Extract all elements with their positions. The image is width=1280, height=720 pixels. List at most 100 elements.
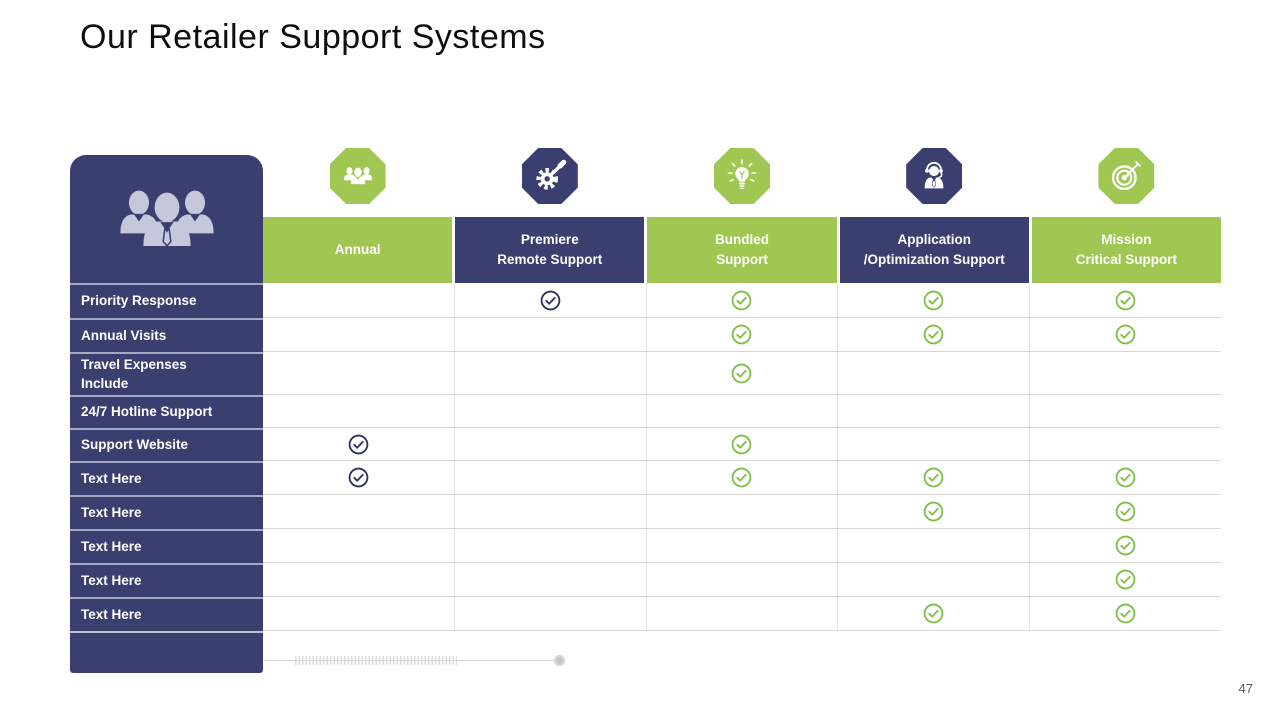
check-circle-icon — [922, 466, 945, 489]
plan-cell — [645, 283, 838, 318]
plan-cell — [263, 597, 454, 631]
table-row: Support Website — [70, 428, 1221, 461]
plan-cell — [645, 529, 838, 563]
plan-cell — [1029, 597, 1221, 631]
lightbulb-idea-icon — [714, 148, 770, 204]
table-row: Priority Response — [70, 283, 1221, 318]
check-circle-icon — [539, 289, 562, 312]
plan-cell — [263, 283, 454, 318]
plan-cell — [837, 395, 1030, 428]
check-circle-icon — [347, 466, 370, 489]
page-number: 47 — [1238, 681, 1253, 696]
row-label-text: Text Here — [81, 606, 142, 622]
check-circle-icon — [1114, 602, 1137, 625]
plan-cell — [645, 395, 838, 428]
plan-cell — [263, 495, 454, 529]
row-label: Priority Response — [70, 283, 263, 318]
plan-cell — [1029, 283, 1221, 318]
row-label: Text Here — [70, 495, 263, 529]
plan-header: Annual — [263, 217, 453, 283]
plan-header-label: Premiere Remote Support — [497, 231, 603, 267]
plan-header-label: Annual — [334, 241, 381, 257]
plan-cell — [1029, 428, 1221, 461]
sidebar-footer-divider — [70, 631, 263, 633]
plan-cell — [837, 352, 1030, 395]
row-label: Travel Expenses Include — [70, 352, 263, 395]
row-label-text: Priority Response — [81, 293, 197, 309]
row-label: Text Here — [70, 597, 263, 631]
slider-ribbed-segment — [295, 656, 457, 665]
plan-icon-cell — [455, 148, 644, 210]
plan-cell — [263, 395, 454, 428]
table-row: Travel Expenses Include — [70, 352, 1221, 395]
plan-cell — [453, 352, 646, 395]
plan-cell — [453, 428, 646, 461]
plan-header: Mission Critical Support — [1031, 217, 1222, 283]
check-circle-icon — [1114, 289, 1137, 312]
row-label-text: Text Here — [81, 572, 142, 588]
row-label-text: Text Here — [81, 470, 142, 486]
plan-cell — [1029, 352, 1221, 395]
gear-screwdriver-icon — [521, 148, 578, 204]
table-row: Text Here — [70, 529, 1221, 563]
row-label: 24/7 Hotline Support — [70, 395, 263, 428]
plan-cell — [645, 428, 838, 461]
check-circle-icon — [1114, 534, 1137, 557]
plan-cell — [645, 461, 838, 495]
group-people-icon — [329, 148, 386, 204]
check-circle-icon — [1114, 323, 1137, 346]
table-row: Annual Visits — [70, 318, 1221, 352]
plan-cell — [453, 461, 646, 495]
plan-icon-row — [263, 148, 1221, 210]
slider-handle-icon[interactable] — [554, 655, 565, 666]
table-row: Text Here — [70, 495, 1221, 529]
check-circle-icon — [730, 362, 753, 385]
check-circle-icon — [922, 500, 945, 523]
plan-cell — [1029, 495, 1221, 529]
check-circle-icon — [730, 433, 753, 456]
plan-cell — [837, 597, 1030, 631]
plan-cell — [263, 428, 454, 461]
target-arrow-icon — [1098, 148, 1155, 204]
plan-cell — [645, 495, 838, 529]
plan-icon-cell — [647, 148, 836, 210]
plan-cell — [1029, 529, 1221, 563]
row-label-text: Support Website — [81, 437, 189, 453]
plan-cell — [837, 495, 1030, 529]
plan-cell — [645, 597, 838, 631]
plan-cell — [837, 428, 1030, 461]
table-row: Text Here — [70, 597, 1221, 631]
row-label-text: Text Here — [81, 504, 142, 520]
row-label-text: 24/7 Hotline Support — [81, 404, 213, 420]
plan-cell — [837, 563, 1030, 597]
plan-cell — [263, 318, 454, 352]
plan-cell — [453, 318, 646, 352]
plan-icon-cell — [1032, 148, 1221, 210]
plan-header: Bundled Support — [647, 217, 837, 283]
plan-cell — [453, 563, 646, 597]
row-label: Text Here — [70, 461, 263, 495]
check-circle-icon — [347, 433, 370, 456]
row-label: Text Here — [70, 563, 263, 597]
plan-cell — [453, 495, 646, 529]
row-label-text: Text Here — [81, 538, 142, 554]
plan-cell — [1029, 395, 1221, 428]
plan-cell — [1029, 318, 1221, 352]
row-label-text: Annual Visits — [81, 327, 167, 343]
plan-cell — [837, 318, 1030, 352]
plan-cell — [263, 529, 454, 563]
plan-cell — [1029, 563, 1221, 597]
table-row: Text Here — [70, 461, 1221, 495]
plan-cell — [453, 597, 646, 631]
check-circle-icon — [922, 602, 945, 625]
plan-header-label: Application /Optimization Support — [863, 231, 1005, 267]
plan-cell — [1029, 461, 1221, 495]
support-matrix-table: Annual Premiere Remote Support Bundled Sup… — [70, 148, 1222, 673]
check-circle-icon — [730, 466, 753, 489]
row-label: Support Website — [70, 428, 263, 461]
plan-header-row: Annual Premiere Remote Support Bundled Sup… — [263, 217, 1222, 283]
plan-header: Premiere Remote Support — [455, 217, 645, 283]
check-circle-icon — [730, 289, 753, 312]
plan-cell — [837, 283, 1030, 318]
